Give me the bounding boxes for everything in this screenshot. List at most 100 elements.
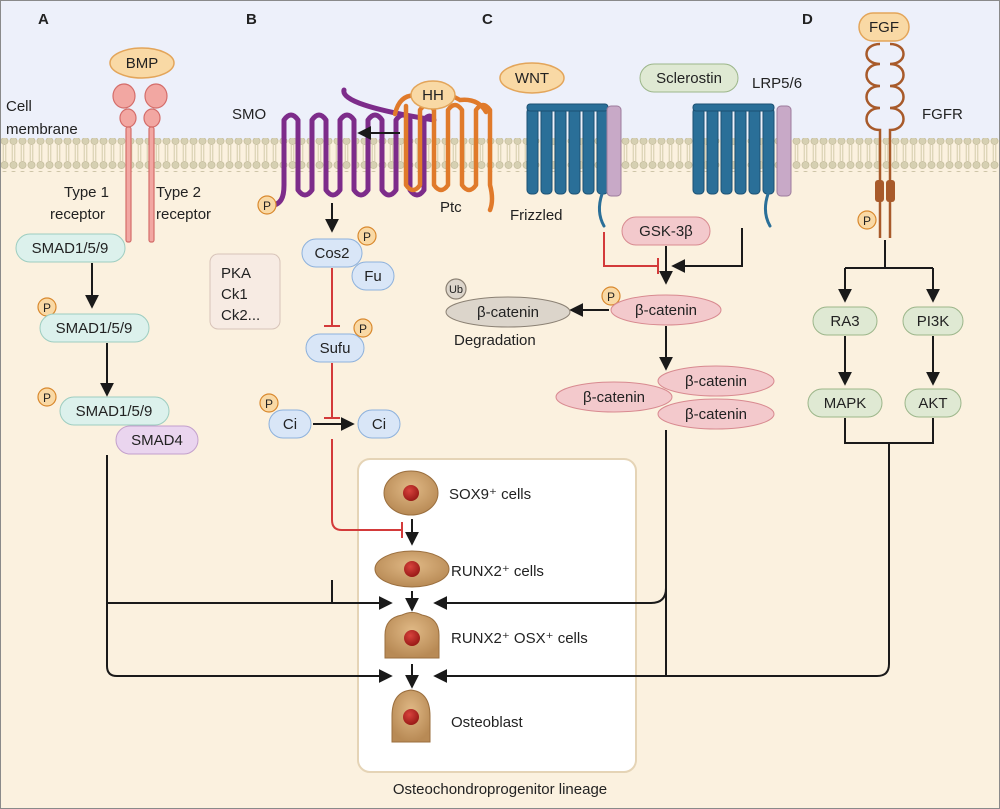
cell-runx2-osx: [384, 612, 440, 659]
beta-catenin-top: [657, 365, 775, 397]
beta-catenin-degraded-label: β-catenin: [477, 304, 539, 321]
panel-label-b: B: [246, 11, 257, 28]
smad159-complex: [59, 396, 170, 426]
beta-catenin-bottom: [657, 398, 775, 430]
frizzled-tail: [597, 192, 606, 228]
sox9-label: SOX9⁺ cells: [449, 486, 531, 503]
hedgehog-pathway: SMO P HH Ptc Cos2 P Fu PKA Ck1 Ck2... Su…: [209, 80, 495, 439]
phosphate-label: P: [863, 214, 871, 228]
phosphate-icon: [601, 286, 621, 306]
membrane-label-line2: membrane: [6, 121, 78, 138]
fgfr-kinase-left: [875, 180, 884, 202]
phosphate-icon: [357, 226, 377, 246]
fgfr-kinase-right: [886, 180, 895, 202]
ubiquitin-label: Ub: [449, 284, 463, 296]
kinase-ck2: Ck2...: [221, 307, 260, 324]
panel-label-a: A: [38, 11, 49, 28]
akt-label: AKT: [918, 395, 947, 412]
fgfr-label: FGFR: [922, 106, 963, 123]
hh-ligand: [410, 80, 456, 110]
phosphate-icon: [257, 195, 277, 215]
cell-osteoblast: [391, 689, 431, 743]
phosphate-label: P: [363, 230, 371, 244]
wnt-ligand-label: WNT: [515, 70, 549, 87]
lineage-caption: Osteochondroprogenitor lineage: [393, 781, 607, 798]
lrp-coreceptor-left: [606, 105, 622, 197]
smo-receptor: [265, 87, 437, 209]
fgf-ligand: [858, 12, 910, 42]
inhibition-hh-to-lineage: [331, 439, 403, 538]
phosphate-label: P: [359, 322, 367, 336]
bmp-receptor-pair: [112, 83, 168, 243]
phosphate-label: P: [607, 290, 615, 304]
cell-runx2: [374, 550, 450, 588]
cell-sox9: [383, 470, 439, 516]
smad4-label: SMAD4: [131, 432, 183, 449]
ra3-label: RA3: [830, 313, 859, 330]
lrp-frizzled-complex: [692, 103, 775, 195]
sclerostin: [639, 63, 739, 93]
ci-inactive-label: Ci: [283, 416, 297, 433]
panel-label-d: D: [802, 11, 813, 28]
lineage-box: [357, 458, 637, 773]
runx2-osx-label: RUNX2⁺ OSX⁺ cells: [451, 630, 588, 647]
gsk3b-label: GSK-3β: [639, 223, 693, 240]
cos2: [301, 238, 363, 268]
wnt-pathway: WNT Frizzled Sclerostin LRP5/6 G: [445, 62, 802, 430]
ci-active-label: Ci: [372, 416, 386, 433]
smad4: [115, 425, 199, 455]
beta-catenin-phosphorylated-label: β-catenin: [635, 302, 697, 319]
smo-label: SMO: [232, 106, 266, 123]
runx2-label: RUNX2⁺ cells: [451, 563, 544, 580]
inhibition-sufu-ci: [324, 363, 340, 419]
hh-ligand-label: HH: [422, 87, 444, 104]
fgfr-receptor: [865, 42, 905, 238]
type1-receptor-line2: receptor: [50, 206, 105, 223]
type2-receptor-line2: receptor: [156, 206, 211, 223]
pi3k-label: PI3K: [917, 313, 950, 330]
ubiquitin-icon: [445, 278, 467, 300]
gsk3b: [621, 216, 711, 246]
phosphate-label: P: [43, 391, 51, 405]
fu-label: Fu: [364, 268, 382, 285]
beta-catenin-top-label: β-catenin: [685, 373, 747, 390]
beta-catenin-phosphorylated: [610, 294, 722, 326]
smad159-phosphorylated-label: SMAD1/5/9: [56, 320, 133, 337]
wnt-ligand: [499, 62, 565, 94]
phosphate-label: P: [43, 301, 51, 315]
bmp-ligand-label: BMP: [126, 55, 159, 72]
kinase-ck1: Ck1: [221, 286, 248, 303]
sclerostin-label: Sclerostin: [656, 70, 722, 87]
arrow-fgf-to-osteoblast: [433, 443, 890, 683]
ptc-receptor: [403, 102, 495, 213]
smad159-receptor: [15, 233, 126, 263]
frizzled-receptor: [526, 103, 609, 195]
beta-catenin-degraded: [445, 296, 571, 328]
sufu: [305, 333, 365, 363]
arrow-lrp-to-complex: [671, 228, 743, 273]
fu: [351, 261, 395, 291]
phosphate-icon: [37, 387, 57, 407]
phosphate-icon: [259, 393, 279, 413]
fgf-ligand-label: FGF: [869, 19, 899, 36]
kinase-box: [209, 253, 281, 330]
phosphate-icon: [857, 210, 877, 230]
beta-catenin-bottom-label: β-catenin: [685, 406, 747, 423]
bmp-ligand: [109, 47, 175, 79]
membrane-label-line1: Cell: [6, 98, 32, 115]
arrow-bmp-to-osteoblast: [106, 603, 393, 683]
sufu-label: Sufu: [320, 340, 351, 357]
smad159-complex-label: SMAD1/5/9: [76, 403, 153, 420]
fgfr-branch: [845, 240, 933, 269]
ci-active: [357, 409, 401, 439]
phosphate-label: P: [265, 397, 273, 411]
ci-inactive: [268, 409, 312, 439]
beta-catenin-left-label: β-catenin: [583, 389, 645, 406]
inhibition-frizzled-to-complex: [603, 232, 659, 274]
beta-catenin-left: [555, 381, 673, 413]
cell-membrane: [0, 138, 1000, 172]
frizzled-label: Frizzled: [510, 207, 563, 224]
degradation-label: Degradation: [454, 332, 536, 349]
lrp-complex-tail: [763, 192, 772, 228]
